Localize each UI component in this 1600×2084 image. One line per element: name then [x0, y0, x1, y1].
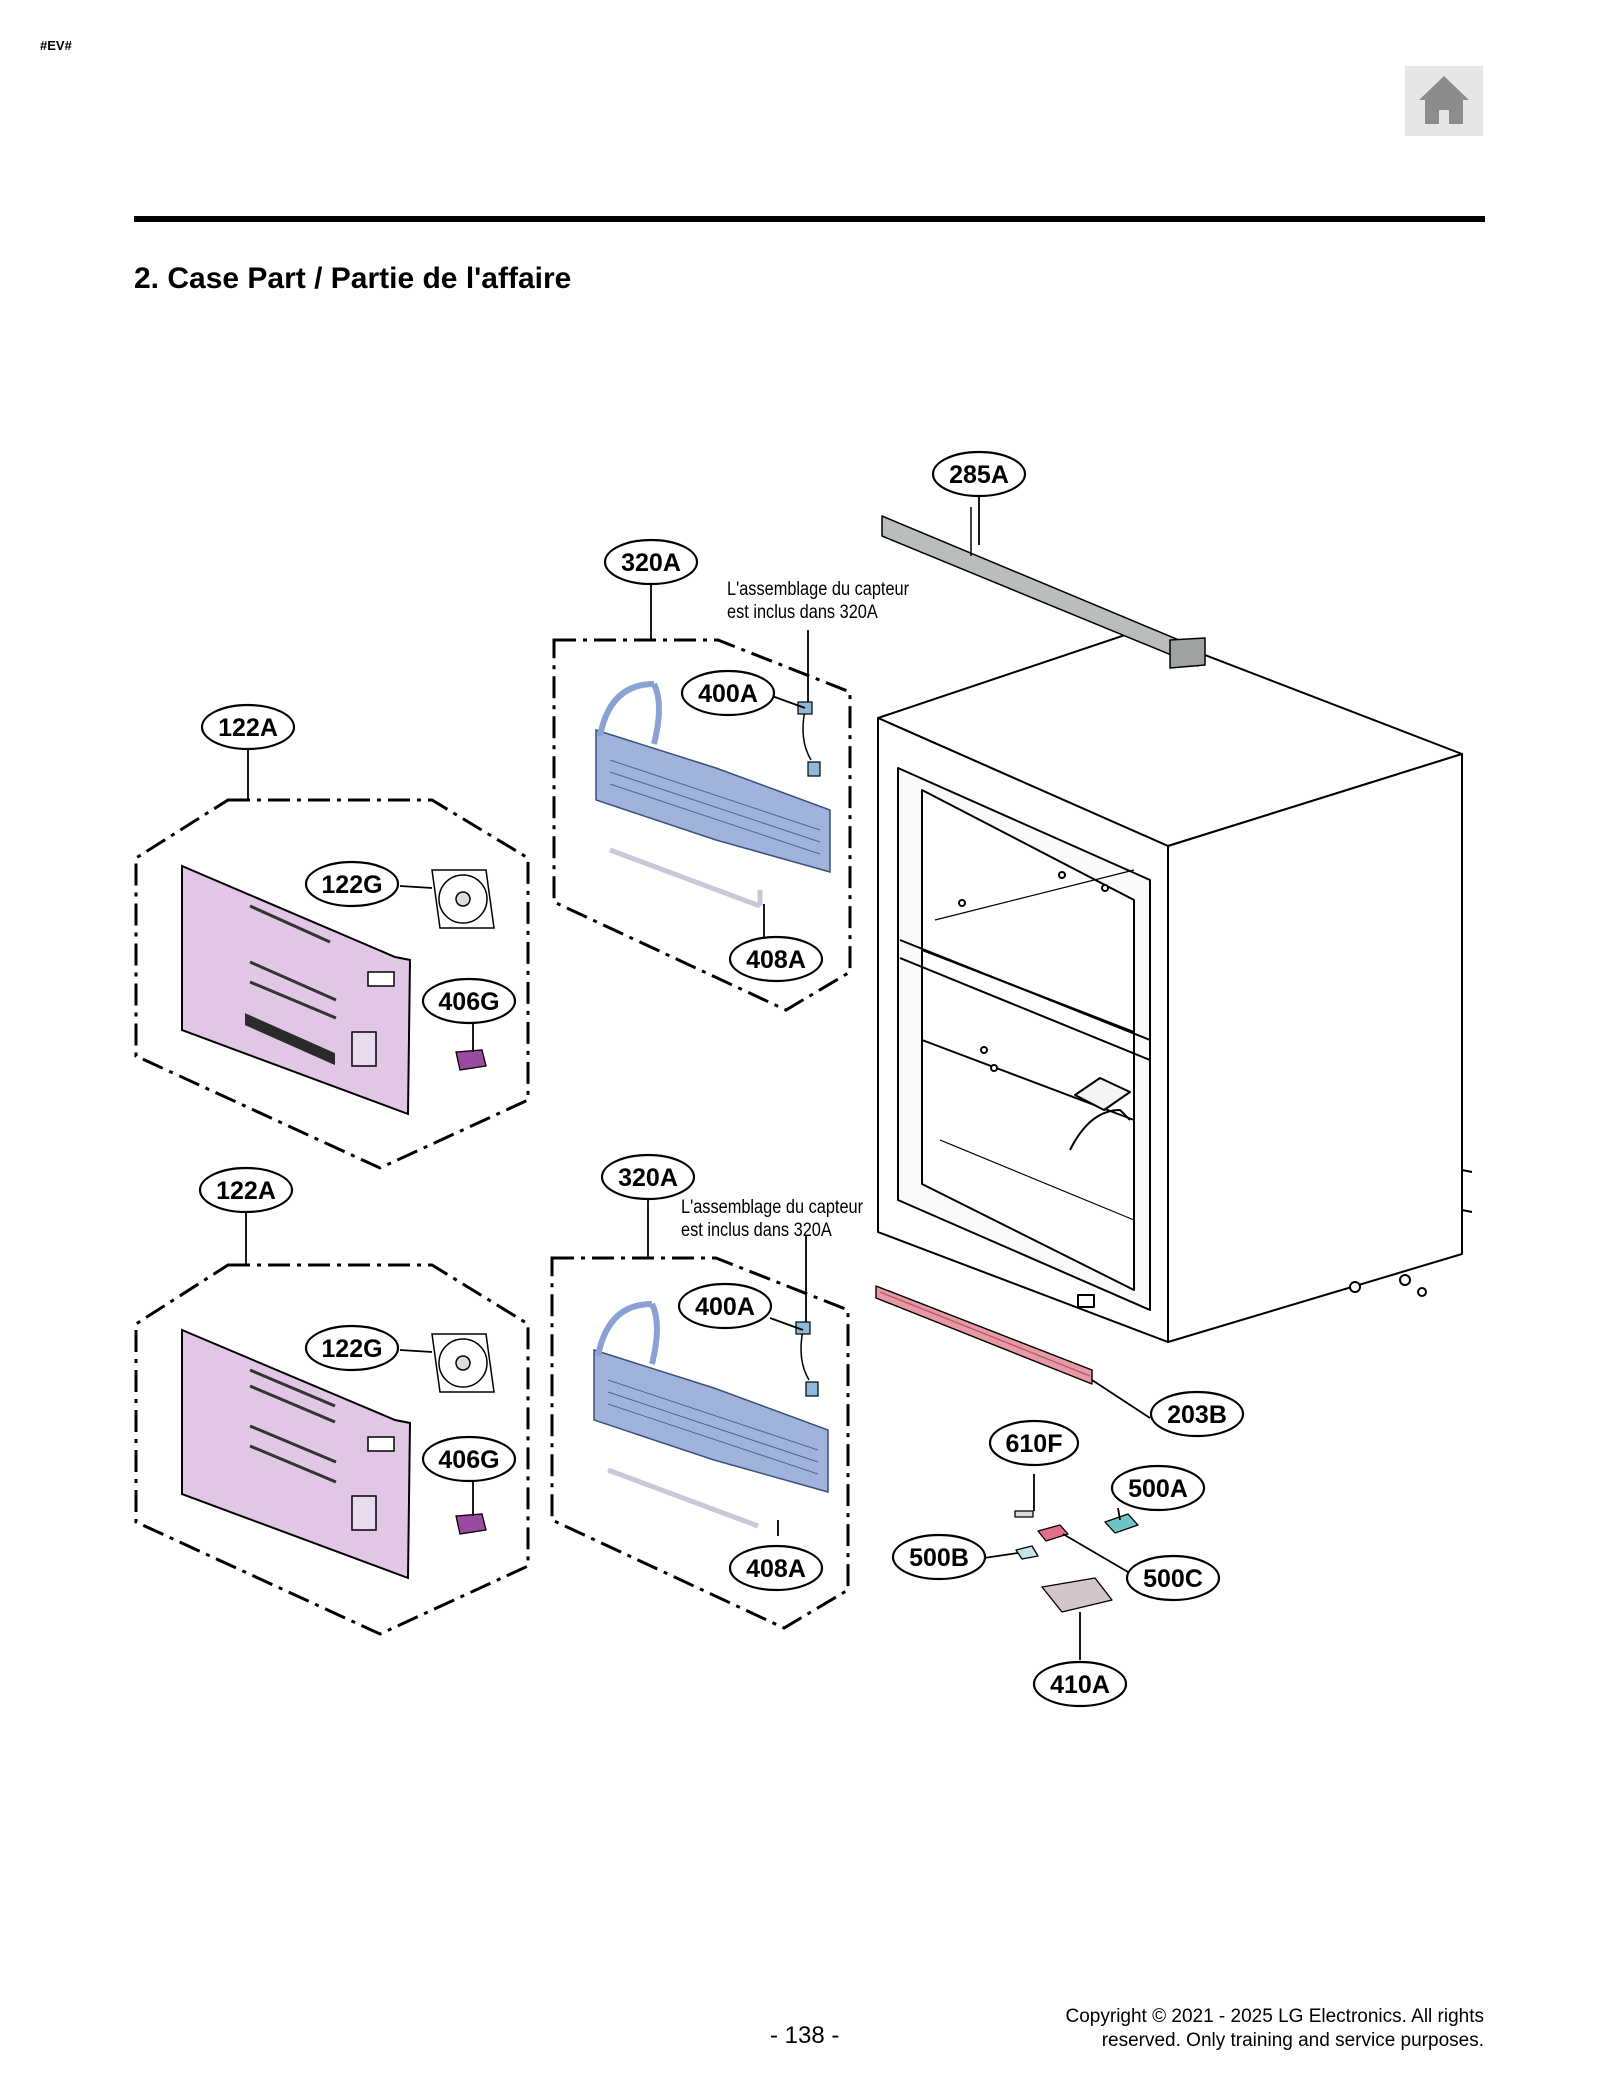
svg-text:320A: 320A [621, 549, 681, 577]
sensor-note-top: L'assemblage du capteur est inclus dans … [727, 579, 910, 623]
callout-400A-top: 400A [680, 669, 776, 717]
part-500C [1037, 1524, 1069, 1542]
svg-text:122G: 122G [321, 871, 382, 899]
svg-text:408A: 408A [746, 1555, 806, 1583]
callout-122G-bottom: 122G [304, 1324, 400, 1372]
callout-500A: 500A [1110, 1464, 1206, 1512]
part-500A [1104, 1513, 1139, 1534]
svg-text:610F: 610F [1006, 1430, 1063, 1458]
copyright: Copyright © 2021 - 2025 LG Electronics. … [1065, 2006, 1484, 2051]
callout-203B: 203B [1149, 1390, 1245, 1438]
svg-text:406G: 406G [438, 1446, 499, 1474]
sensor-note-bottom: L'assemblage du capteur est inclus dans … [681, 1197, 864, 1241]
refrigerator-cabinet [877, 629, 1473, 1343]
fan-icon-bottom [431, 1333, 495, 1393]
svg-text:122G: 122G [321, 1335, 382, 1363]
svg-text:400A: 400A [698, 680, 758, 708]
callout-408A-bottom: 408A [728, 1544, 824, 1592]
cover-assembly-top [134, 798, 530, 1170]
section-title: 2. Case Part / Partie de l'affaire [134, 262, 572, 295]
svg-text:285A: 285A [949, 461, 1009, 489]
bottom-strip-203B [875, 1285, 1093, 1385]
leader-lines [245, 496, 1151, 1660]
part-500B [1015, 1545, 1039, 1560]
part-610F [1014, 1510, 1034, 1518]
svg-text:410A: 410A [1050, 1671, 1110, 1699]
svg-text:400A: 400A [695, 1293, 755, 1321]
svg-text:203B: 203B [1167, 1401, 1227, 1429]
home-icon [1419, 76, 1469, 124]
callout-122G-top: 122G [304, 860, 400, 908]
header-rule [134, 216, 1485, 222]
callout-285A: 285A [931, 450, 1027, 498]
callout-406G-top: 406G [421, 977, 517, 1025]
callout-320A-bottom: 320A [600, 1153, 696, 1201]
svg-text:122A: 122A [218, 714, 278, 742]
callout-406G-bottom: 406G [421, 1435, 517, 1483]
page-number: - 138 - [770, 2022, 840, 2049]
evaporator-assembly-top [552, 638, 852, 1012]
callout-500B: 500B [891, 1533, 987, 1581]
fan-icon-top [431, 869, 495, 929]
callout-400A-bottom: 400A [677, 1282, 773, 1330]
svg-text:500B: 500B [909, 1544, 969, 1572]
svg-text:408A: 408A [746, 946, 806, 974]
home-button[interactable] [1405, 66, 1483, 136]
evaporator-assembly-bottom [550, 1256, 850, 1630]
top-rail-285A [881, 507, 1206, 669]
svg-text:122A: 122A [216, 1177, 276, 1205]
part-410A [1041, 1577, 1113, 1613]
svg-text:500C: 500C [1143, 1565, 1203, 1593]
svg-text:406G: 406G [438, 988, 499, 1016]
cover-assembly-bottom [134, 1263, 530, 1636]
doc-code: #EV# [40, 38, 72, 53]
callout-408A-top: 408A [728, 935, 824, 983]
callout-610F: 610F [988, 1419, 1080, 1467]
callout-122A-bottom: 122A [198, 1166, 294, 1214]
svg-text:320A: 320A [618, 1164, 678, 1192]
callout-500C: 500C [1125, 1554, 1221, 1602]
svg-text:500A: 500A [1128, 1475, 1188, 1503]
callout-320A-top: 320A [603, 538, 699, 586]
callout-410A: 410A [1032, 1660, 1128, 1708]
callout-122A-top: 122A [200, 703, 296, 751]
small-parts [1014, 1510, 1139, 1613]
